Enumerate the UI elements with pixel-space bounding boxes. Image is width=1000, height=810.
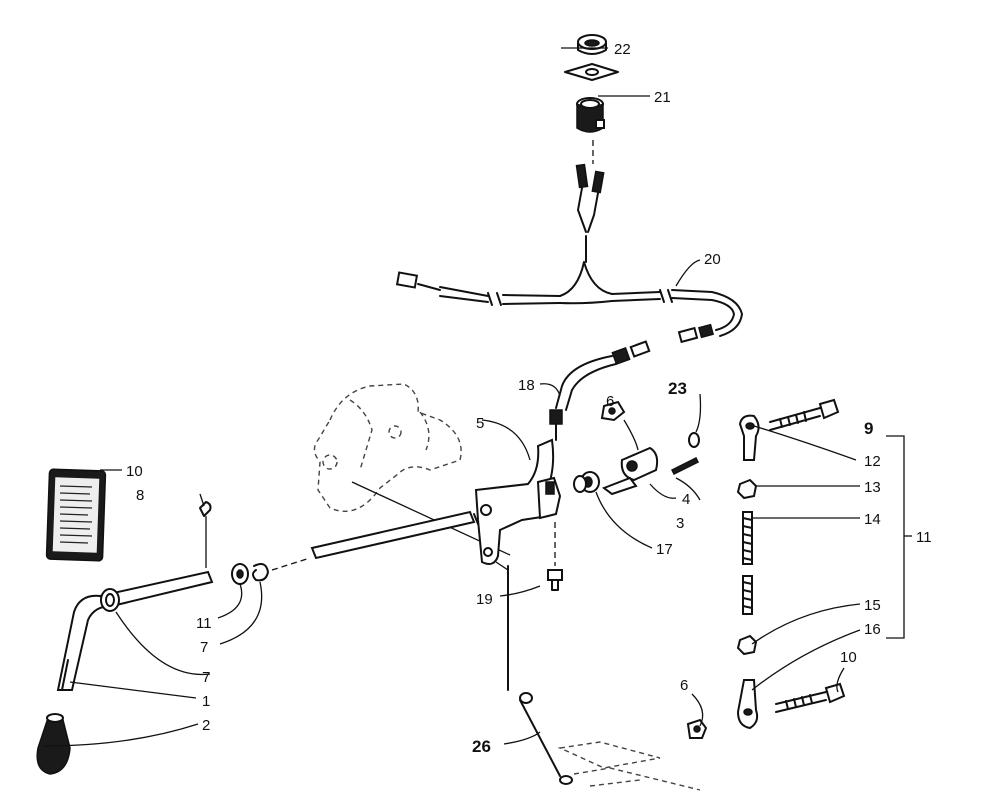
part-washer-7 (100, 588, 120, 612)
part-wire-harness (395, 261, 743, 344)
callout-21: 19 (476, 591, 493, 608)
callout-2: 2 (202, 717, 210, 734)
part-switch (576, 97, 605, 133)
part-plate (564, 63, 619, 81)
part-bolt-top (769, 398, 840, 431)
part-screw (547, 569, 563, 591)
part-shaft (310, 510, 479, 560)
callout-9: 8 (136, 487, 144, 504)
callout-1: 1 (202, 693, 210, 710)
callout-24: 22 (614, 41, 631, 58)
part-jam-nut (736, 478, 758, 500)
callout-5: 5 (476, 415, 484, 432)
part-sensor-lead (549, 340, 651, 441)
callout-6-top: 6 (606, 393, 614, 410)
callout-10-bottom: 10 (840, 649, 857, 666)
callout-14: 12 (864, 453, 881, 470)
callout-26: 26 (472, 737, 491, 756)
part-rod-end-bottom (736, 679, 759, 730)
ghost-pedal (557, 741, 701, 791)
part-shift-lever (56, 570, 214, 691)
callout-23: 21 (654, 89, 671, 106)
callout-22: 20 (704, 251, 721, 268)
part-decal (45, 468, 107, 562)
callout-17: 15 (864, 597, 881, 614)
part-lever-arm (601, 446, 659, 496)
part-bolt-bottom (775, 682, 846, 713)
part-cotter-pin (199, 501, 212, 568)
part-washer (688, 432, 700, 448)
callout-8: 7 (200, 639, 208, 656)
callout-19: 17 (656, 541, 673, 558)
callout-7: 7 (202, 669, 210, 686)
part-pin (670, 456, 700, 476)
callout-12: 10 (126, 463, 143, 480)
callout-18: 16 (864, 621, 881, 638)
part-bracket (474, 438, 562, 565)
part-washer-11 (231, 563, 249, 585)
callout-13: 11 (916, 529, 932, 546)
part-grommet (577, 34, 607, 55)
part-nut-bottom (686, 718, 708, 739)
callout-25: 23 (668, 379, 687, 398)
part-threaded-rod (742, 511, 753, 615)
part-knob (36, 713, 71, 775)
part-connector-pair (575, 163, 605, 263)
callout-20: 18 (518, 377, 535, 394)
part-rod-end-top (738, 414, 760, 461)
callout-6-bottom: 6 (680, 677, 688, 694)
callout-16: 14 (864, 511, 881, 528)
part-nut-top (600, 400, 626, 422)
part-jam-nut-lower (736, 634, 758, 656)
part-clip-8 (252, 563, 269, 582)
callout-3: 3 (676, 515, 684, 532)
part-link-rod (495, 561, 573, 785)
part-bushing (573, 471, 600, 493)
callout-15: 13 (864, 479, 881, 496)
callout-11: 11 (196, 615, 212, 632)
ghost-housing (313, 383, 462, 512)
callout-10-top: 9 (864, 419, 873, 438)
callout-4: 4 (682, 491, 690, 508)
